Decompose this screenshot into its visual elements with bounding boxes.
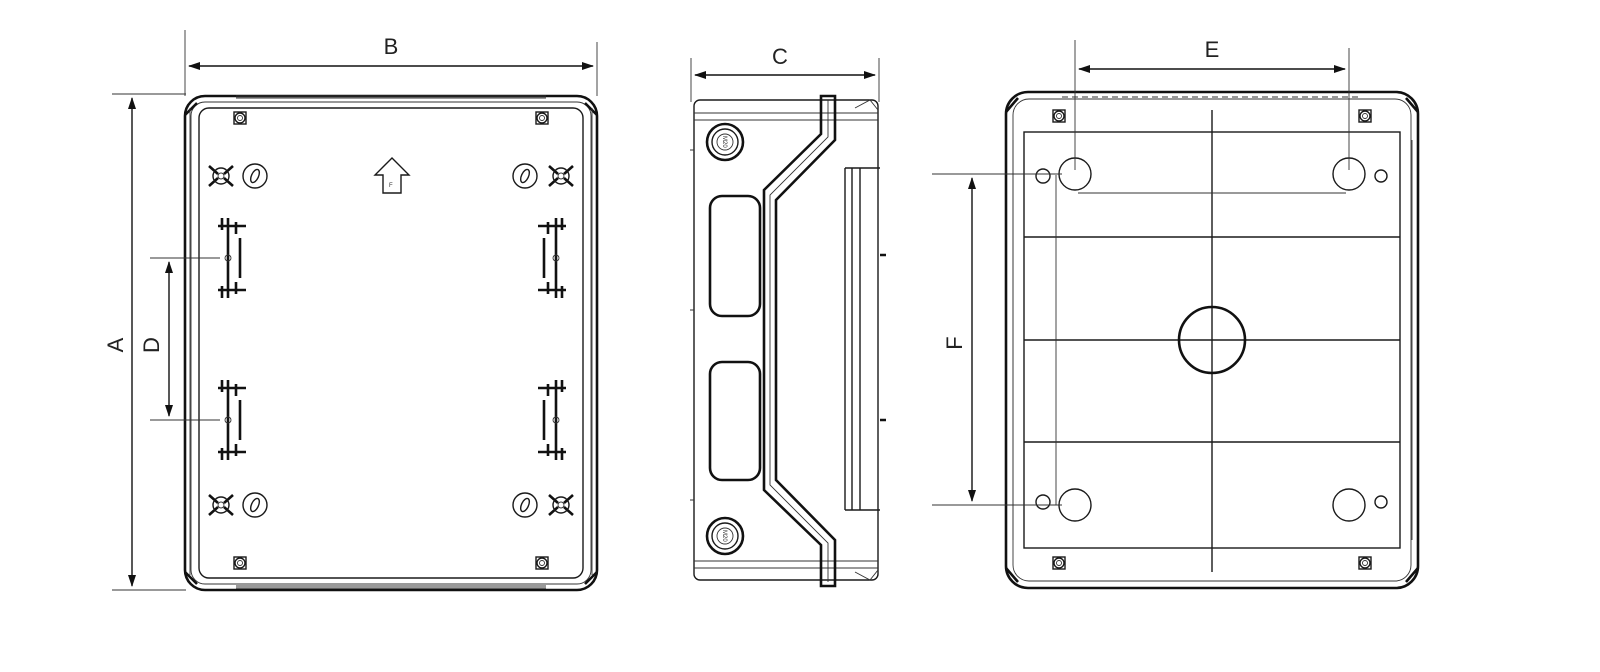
cable-gland-icon: M20: [705, 122, 745, 162]
wing-latch-icon: [547, 164, 575, 188]
back-outer-frame: [1004, 90, 1420, 590]
dimension-labels: B C E A D F: [103, 34, 1219, 353]
corner-screw-icon: [1358, 109, 1372, 123]
corner-screw-icon: [1052, 109, 1066, 123]
back-view: [1004, 90, 1420, 590]
dimension-b-label: B: [384, 34, 399, 59]
dimension-c-label: C: [772, 44, 788, 69]
mounting-clip-icon: [216, 378, 248, 462]
side-window-upper: [708, 194, 762, 318]
corner-screw-icon: [535, 111, 549, 125]
mounting-clip-icon: [536, 378, 568, 462]
hinge-pin-icon: [512, 163, 538, 189]
side-view: M20 M20: [690, 94, 886, 588]
side-window-lower: [708, 360, 762, 482]
wing-latch-icon: [207, 164, 235, 188]
corner-screw-icon: [233, 556, 247, 570]
wing-latch-icon: [207, 493, 235, 517]
cable-gland-icon: M20: [705, 516, 745, 556]
corner-screw-icon: [535, 556, 549, 570]
hinge-pin-icon: [242, 492, 268, 518]
back-ribs: [1024, 110, 1400, 572]
side-body-outline: [693, 99, 879, 581]
hinge-pin-icon: [512, 492, 538, 518]
svg-text:M20: M20: [721, 530, 727, 542]
mounting-hole: [1058, 488, 1092, 522]
mounting-clip-icon: [536, 216, 568, 300]
dimension-lines: [112, 30, 1350, 591]
corner-screw-icon: [1358, 556, 1372, 570]
dimension-d-label: D: [139, 337, 164, 353]
dimension-f-label: F: [942, 336, 967, 349]
mounting-clip-icon: [216, 216, 248, 300]
center-knockout: [1177, 305, 1247, 375]
up-arrow-icon: F: [373, 157, 411, 194]
dimension-a-label: A: [103, 337, 128, 352]
side-hinge-rib: [762, 94, 837, 588]
corner-screw-icon: [233, 111, 247, 125]
corner-screw-icon: [1052, 556, 1066, 570]
front-inner-frame: [198, 107, 584, 579]
arrow-marking: F: [389, 183, 393, 189]
wing-latch-icon: [547, 493, 575, 517]
svg-text:M20: M20: [721, 136, 727, 148]
front-view: F: [183, 94, 599, 592]
dimension-e-label: E: [1205, 37, 1220, 62]
hinge-pin-icon: [242, 163, 268, 189]
mounting-hole: [1332, 488, 1366, 522]
